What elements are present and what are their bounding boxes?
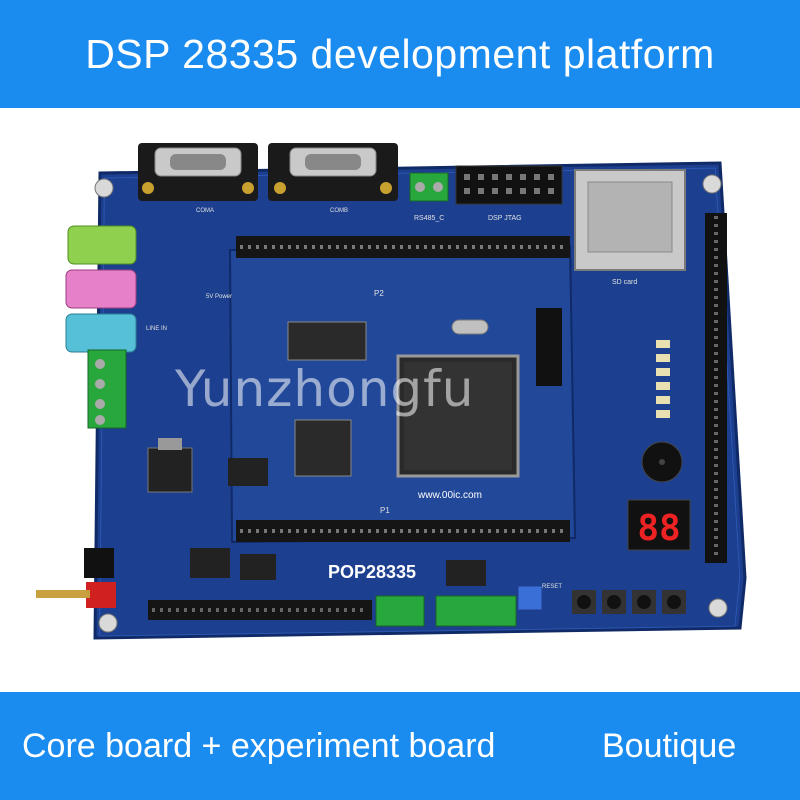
silkscreen-label: LINE IN xyxy=(146,326,167,332)
small-ic xyxy=(228,458,268,486)
seven-segment-display xyxy=(627,499,691,551)
model-label: POP28335 xyxy=(328,562,416,582)
audio-jack-phone-out xyxy=(67,225,137,265)
silkscreen-label: RS485_C xyxy=(414,215,444,222)
db9-connector-a xyxy=(138,143,258,201)
silkscreen-label: P1 xyxy=(380,506,390,515)
audio-jack-line-in xyxy=(65,313,137,353)
silkscreen-label: DSP JTAG xyxy=(488,215,522,222)
bottom-ic xyxy=(240,554,276,580)
right-pin-header xyxy=(705,213,727,563)
audio-jack-mic-in xyxy=(65,269,137,309)
da-terminal xyxy=(435,595,517,627)
silkscreen-label: COMA xyxy=(196,208,214,214)
bottom-pin-header xyxy=(148,600,372,620)
db9-connector-b xyxy=(268,143,398,201)
core-jtag-header xyxy=(536,308,562,386)
bottom-ic xyxy=(190,548,230,578)
product-photo: 88 POP28335 www.00ic.com COMA COMB RS485… xyxy=(36,143,747,640)
potentiometer xyxy=(517,585,543,611)
silkscreen-label: SD card xyxy=(612,279,637,286)
push-buttons xyxy=(572,590,686,614)
watermark-text: Yunzhongfu xyxy=(175,360,475,418)
jtag-header xyxy=(455,165,563,205)
mounting-hole xyxy=(702,174,722,194)
page-title: DSP 28335 development platform xyxy=(85,30,715,77)
silkscreen-label: P2 xyxy=(374,289,384,298)
seven-segment-digits: 88 xyxy=(637,508,680,549)
can-terminal xyxy=(87,349,127,429)
flash-chip xyxy=(294,419,352,477)
power-connector xyxy=(86,582,116,608)
bottom-banner: Core board + experiment board Boutique xyxy=(0,692,800,800)
silkscreen-label: COMB xyxy=(330,208,348,214)
led-column xyxy=(656,340,670,418)
mounting-hole xyxy=(94,178,114,198)
mounting-hole xyxy=(708,598,728,618)
top-banner: DSP 28335 development platform xyxy=(0,0,800,108)
caption-left: Core board + experiment board xyxy=(22,726,496,765)
ad-terminal xyxy=(375,595,425,627)
bottom-ic xyxy=(446,560,486,586)
silkscreen-label: RESET xyxy=(542,584,562,590)
silkscreen-label: 5V Power xyxy=(206,294,232,300)
caption-right: Boutique xyxy=(602,726,737,765)
sram-chip xyxy=(287,321,367,361)
website-label: www.00ic.com xyxy=(417,490,482,501)
mounting-hole xyxy=(98,613,118,633)
crystal xyxy=(451,319,489,335)
regulator xyxy=(147,447,193,493)
